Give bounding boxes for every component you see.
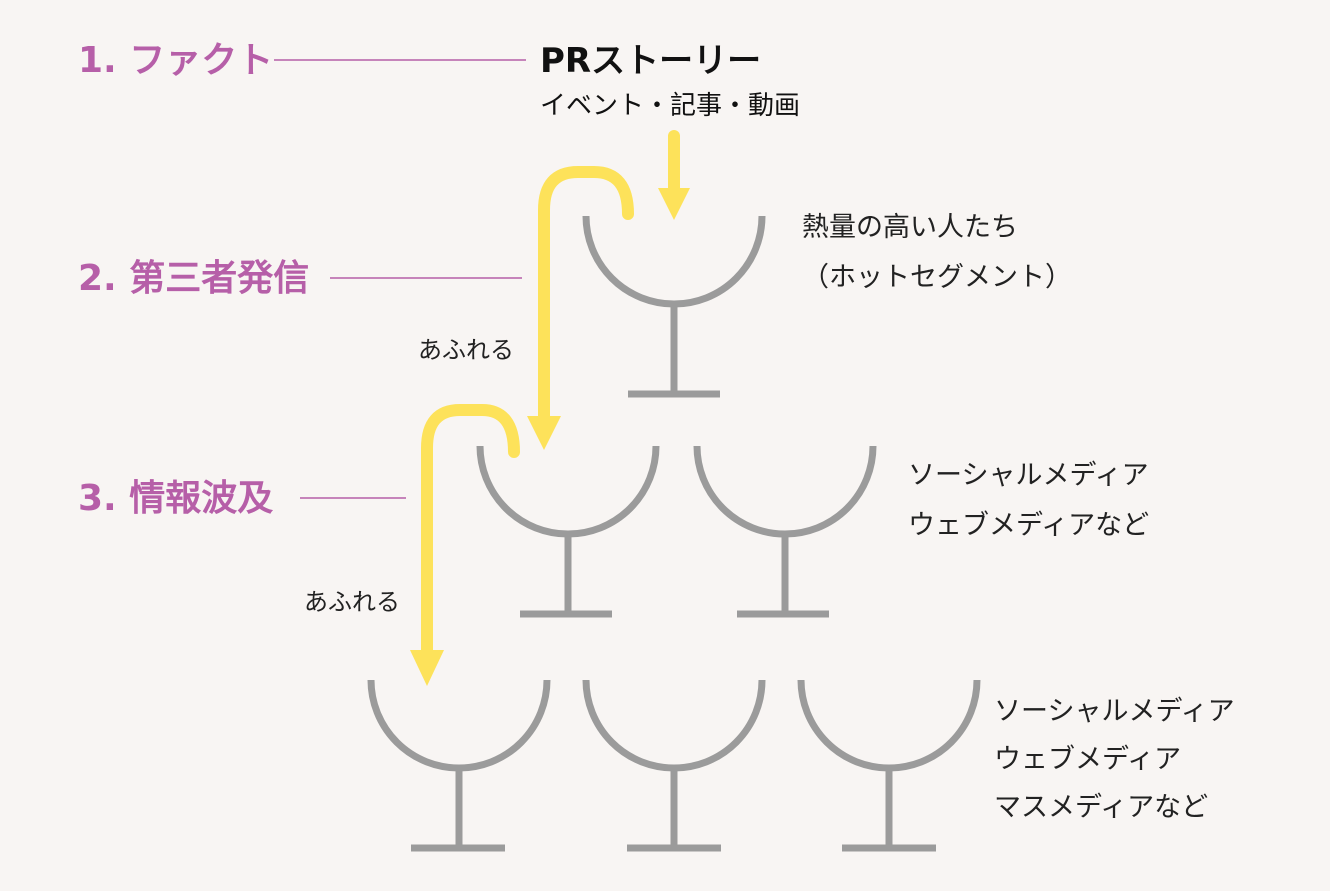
overflow-label-2: あふれる <box>304 588 400 616</box>
glass-tier2-right <box>693 445 877 618</box>
glass-tier3-right <box>797 679 981 852</box>
source-subtitle: イベント・記事・動画 <box>540 91 800 121</box>
step-label-third-party: 2. 第三者発信 <box>78 258 309 299</box>
flow-arrow-overflow-1 <box>527 166 634 450</box>
glass-tier3-middle <box>582 679 766 852</box>
source-title: PRストーリー <box>540 41 761 81</box>
tier3-line3: マスメディアなど <box>994 792 1208 823</box>
tier1-line1: 熱量の高い人たち <box>802 212 1018 243</box>
glass-tier1 <box>582 215 766 398</box>
flow-arrow-source <box>658 130 690 220</box>
tier2-line2: ウェブメディアなど <box>908 510 1149 541</box>
glass-tier3-left <box>367 679 551 852</box>
flow-arrow-overflow-2 <box>410 404 520 686</box>
step-label-fact: 1. ファクト <box>78 40 273 81</box>
tier2-line1: ソーシャルメディア <box>908 460 1149 491</box>
tier3-line1: ソーシャルメディア <box>994 696 1235 727</box>
tier3-line2: ウェブメディア <box>994 744 1181 775</box>
tier1-line2: （ホットセグメント） <box>802 262 1072 293</box>
glass-tier2-left <box>476 445 660 618</box>
overflow-label-1: あふれる <box>418 336 514 364</box>
step-label-spread: 3. 情報波及 <box>78 478 273 519</box>
